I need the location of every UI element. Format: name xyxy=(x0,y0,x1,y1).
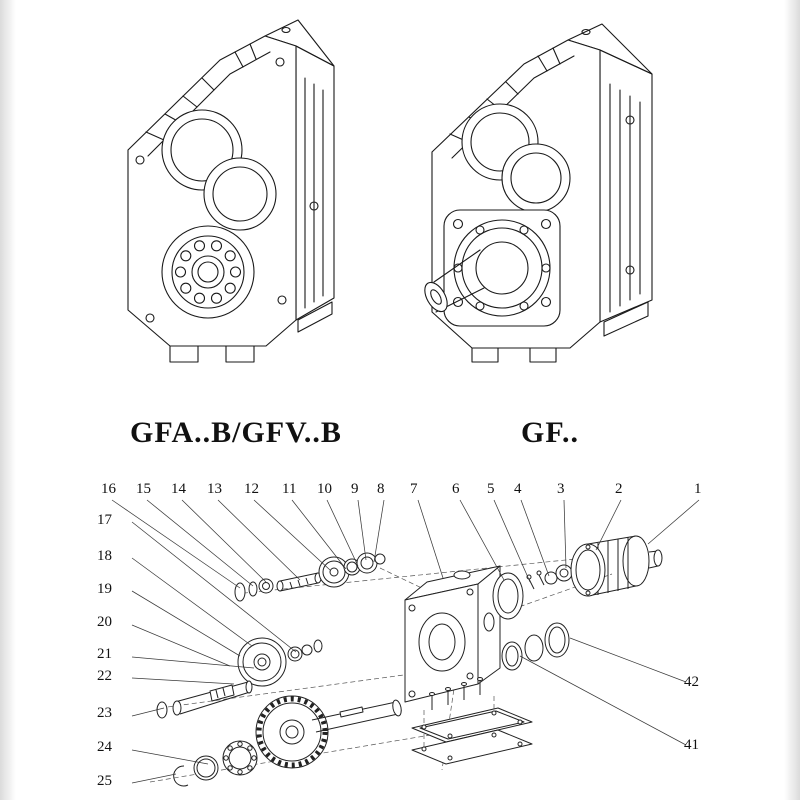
part-callout-1: 1 xyxy=(694,481,702,497)
input-flange-and-seals xyxy=(492,564,573,620)
part-callout-16: 16 xyxy=(101,481,116,497)
gearbox-isometric-drawing-gf xyxy=(424,23,653,363)
part-callout-9: 9 xyxy=(351,481,359,497)
motor-adapter xyxy=(570,535,663,597)
part-callout-23: 23 xyxy=(97,705,112,721)
part-callout-11: 11 xyxy=(282,481,297,497)
exploded-assembly-drawing xyxy=(111,499,700,787)
bottom-cover-and-gasket xyxy=(411,677,533,765)
input-pinion-parts xyxy=(234,552,386,602)
intermediate-gear-parts xyxy=(156,637,323,719)
output-gear-and-shaft xyxy=(173,695,402,787)
gearbox-isometric-drawing-gfab xyxy=(127,19,335,363)
part-callout-21: 21 xyxy=(97,646,112,662)
part-callout-10: 10 xyxy=(317,481,332,497)
part-callout-42: 42 xyxy=(684,674,699,690)
figure-caption-gfab: GFA..B/GFV..B xyxy=(130,416,342,449)
part-callout-17: 17 xyxy=(97,512,112,528)
part-callout-3: 3 xyxy=(557,481,565,497)
part-callout-12: 12 xyxy=(244,481,259,497)
part-callout-41: 41 xyxy=(684,737,699,753)
output-side-seal-rings xyxy=(501,622,570,671)
part-callout-24: 24 xyxy=(97,739,112,755)
part-callout-25: 25 xyxy=(97,773,112,789)
part-callout-15: 15 xyxy=(136,481,151,497)
part-callout-14: 14 xyxy=(171,481,186,497)
part-callout-8: 8 xyxy=(377,481,385,497)
part-callout-20: 20 xyxy=(97,614,112,630)
leader-lines xyxy=(111,499,700,784)
part-callout-6: 6 xyxy=(452,481,460,497)
part-callout-7: 7 xyxy=(410,481,418,497)
part-callout-22: 22 xyxy=(97,668,112,684)
part-callout-13: 13 xyxy=(207,481,222,497)
part-callout-4: 4 xyxy=(514,481,522,497)
figure-caption-gf: GF.. xyxy=(521,416,579,449)
part-callout-5: 5 xyxy=(487,481,495,497)
part-callout-19: 19 xyxy=(97,581,112,597)
part-callout-18: 18 xyxy=(97,548,112,564)
part-callout-2: 2 xyxy=(615,481,623,497)
gear-housing xyxy=(404,565,501,703)
